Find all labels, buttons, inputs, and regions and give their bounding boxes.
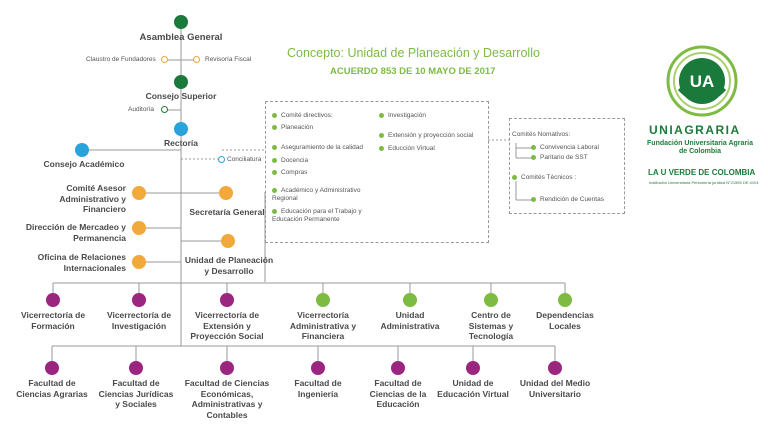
normativos-item: Paritario de SST: [531, 154, 588, 162]
normativos-item: Convivencia Laboral: [531, 144, 599, 152]
secretaria-label: Secretaría General: [189, 207, 265, 217]
vicerrectoria-2-label: Vicerrectoría de Investigación: [106, 310, 172, 331]
facultad-6-node[interactable]: [466, 361, 480, 375]
page-subtitle: ACUERDO 853 DE 10 MAYO DE 2017: [330, 66, 496, 77]
committee-item: Educción Virtual: [379, 145, 435, 153]
vicerrectoria-4-label: Vicerrectoría Administrativa y Financier…: [289, 310, 357, 341]
rectoria-label: Rectoría: [163, 138, 198, 148]
revisoria-dot: [193, 56, 200, 63]
normativos-title: Comités Nomativos:: [512, 131, 571, 138]
brand-full-name: Fundación Universitaria Agraria de Colom…: [647, 140, 753, 155]
unidad-planeacion-node[interactable]: [221, 234, 235, 248]
vicerrectoria-5-node[interactable]: [403, 293, 417, 307]
conciliatura-dot: [218, 156, 225, 163]
committee-item: Compras: [272, 169, 307, 177]
comite-asesor-label: Comité Asesor Administrativo y Financier…: [59, 183, 126, 214]
vicerrectoria-4-node[interactable]: [316, 293, 330, 307]
facultad-4-node[interactable]: [311, 361, 325, 375]
facultad-2-label: Facultad de Ciencias Jurídicas y Sociale…: [98, 378, 174, 409]
comite-asesor-node[interactable]: [132, 186, 146, 200]
facultad-5-node[interactable]: [391, 361, 405, 375]
facultad-5-label: Facultad de Ciencias de la Educación: [369, 378, 427, 409]
consejo-superior-node[interactable]: [174, 75, 188, 89]
tecnicos-item: Rendición de Cuentas: [531, 196, 604, 204]
claustro-label: Claustro de Fundadores: [86, 56, 156, 63]
committee-item: Investigación: [379, 112, 426, 120]
vicerrectoria-3-label: Vicerrectoría de Extensión y Proyección …: [190, 310, 264, 341]
bullet-icon: [272, 157, 277, 163]
vicerrectoria-7-label: Dependencias Locales: [536, 310, 594, 331]
bullet-icon: [272, 169, 277, 175]
brand-name: UNIAGRARIA: [649, 123, 741, 137]
vicerrectoria-1-node[interactable]: [46, 293, 60, 307]
brand-slogan: LA U VERDE DE COLOMBIA: [648, 168, 756, 177]
facultad-3-node[interactable]: [220, 361, 234, 375]
oficina-relaciones-label: Oficina de Relaciones Internacionales: [37, 252, 126, 273]
facultad-4-label: Facultad de Ingeniería: [294, 378, 342, 399]
committee-item: Educación para el Trabajo y Educación Pe…: [272, 208, 362, 223]
vicerrectoria-6-label: Centro de Sistemas y Tecnología: [468, 310, 514, 341]
bullet-icon: [379, 132, 384, 138]
bullet-icon: [531, 144, 536, 150]
bullet-icon: [379, 145, 384, 151]
bullet-icon: [531, 154, 536, 160]
logo-letters: UA: [690, 72, 715, 91]
facultad-3-label: Facultad de Ciencias Económicas, Adminis…: [184, 378, 270, 420]
vicerrectoria-1-label: Vicerrectoría de Formación: [20, 310, 86, 331]
bullet-icon: [272, 112, 277, 118]
committee-item: Aseguramiento de la calidad: [272, 144, 363, 152]
auditoria-dot: [161, 106, 168, 113]
bullet-icon: [272, 187, 277, 193]
bullet-icon: [272, 124, 277, 130]
unidad-planeacion-label: Unidad de Planeación y Desarrollo: [184, 255, 274, 276]
vicerrectoria-6-node[interactable]: [484, 293, 498, 307]
consejo-superior-label: Consejo Superior: [145, 91, 217, 101]
committee-item: Académico y Administrativo Regional: [272, 187, 361, 202]
comites-normativos-box: [509, 118, 625, 214]
revisoria-label: Revisoría Fiscal: [205, 56, 252, 63]
conciliatura-label: Conciliatura: [227, 156, 262, 163]
secretaria-node[interactable]: [219, 186, 233, 200]
consejo-academico-label: Consejo Académico: [43, 159, 125, 169]
direccion-mercadeo-label: Dirección de Mercadeo y Permanencia: [25, 222, 126, 243]
committee-item: Extensión y proyección social: [379, 132, 475, 140]
direccion-mercadeo-node[interactable]: [132, 221, 146, 235]
bullet-icon: [272, 208, 277, 214]
vicerrectoria-2-node[interactable]: [132, 293, 146, 307]
bullet-icon: [512, 174, 517, 180]
committee-item: Planeación: [272, 124, 313, 132]
vicerrectoria-5-label: Unidad Administrativa: [380, 310, 440, 331]
bullet-icon: [379, 112, 384, 118]
auditoria-label: Auditoría: [128, 106, 155, 113]
brand-legal: Institución Universitaria Personería jur…: [649, 180, 759, 185]
page-title: Concepto: Unidad de Planeación y Desarro…: [287, 46, 540, 60]
facultad-7-label: Unidad del Medio Universitario: [519, 378, 591, 399]
committees-box: [265, 101, 489, 243]
committee-item: Comité directivos:: [272, 112, 333, 120]
facultad-2-node[interactable]: [129, 361, 143, 375]
asamblea-node[interactable]: [174, 15, 188, 29]
rectoria-node[interactable]: [174, 122, 188, 136]
bullet-icon: [531, 196, 536, 202]
tecnicos-title: Comités Técnicos :: [512, 174, 576, 182]
uniagraria-logo-icon: UA: [666, 45, 738, 117]
facultad-6-label: Unidad de Educación Virtual: [437, 378, 509, 399]
bullet-icon: [272, 144, 277, 150]
facultad-1-label: Facultad de Ciencias Agrarias: [16, 378, 88, 399]
claustro-dot: [161, 56, 168, 63]
consejo-academico-node[interactable]: [75, 143, 89, 157]
vicerrectoria-7-node[interactable]: [558, 293, 572, 307]
facultad-1-node[interactable]: [45, 361, 59, 375]
committee-item: Docencia: [272, 157, 308, 165]
oficina-relaciones-node[interactable]: [132, 255, 146, 269]
vicerrectoria-3-node[interactable]: [220, 293, 234, 307]
facultad-7-node[interactable]: [548, 361, 562, 375]
asamblea-label: Asamblea General: [139, 32, 223, 43]
